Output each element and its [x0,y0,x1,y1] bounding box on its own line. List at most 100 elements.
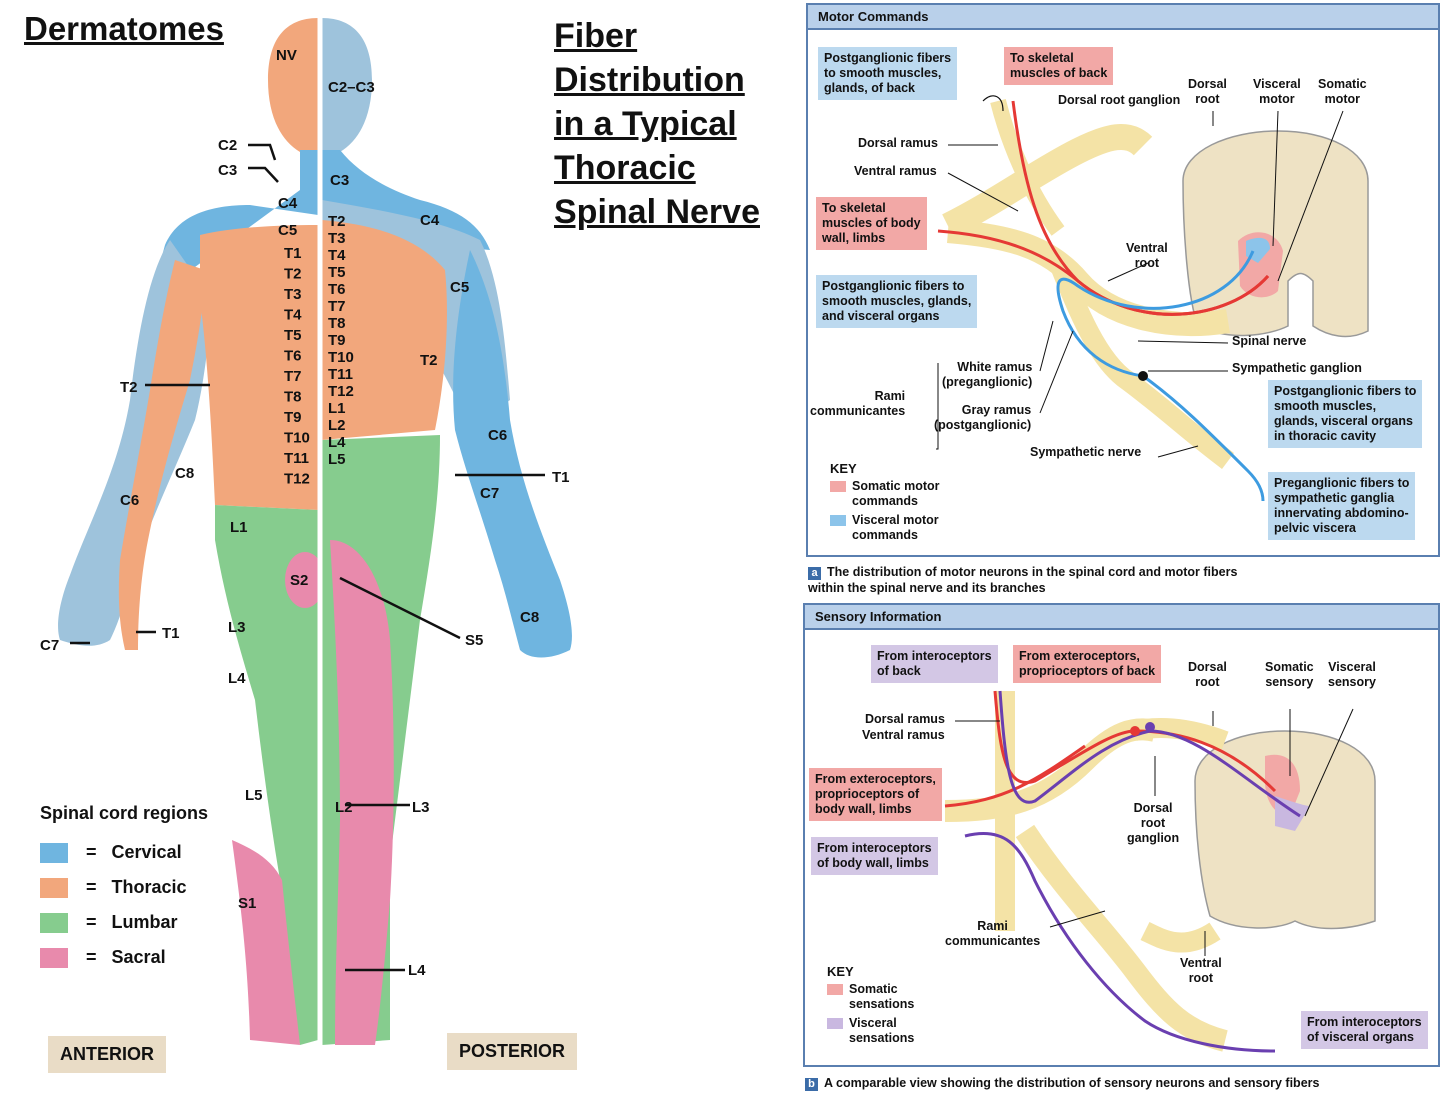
label-c4-anterior: C4 [278,195,298,212]
sensory-key: KEY Somatic sensations Visceral sensatio… [827,964,915,1045]
posterior-trunk-label: T12 [328,383,354,400]
motor-panel-header: Motor Commands [808,5,1438,30]
legend-swatch [40,843,68,864]
motor-commands-panel: Motor Commands [806,3,1440,557]
posterior-trunk-label: T8 [328,315,346,332]
anterior-trunk-label: T8 [284,389,302,406]
anterior-trunk-label: T2 [284,266,302,283]
label-c3-posterior: C3 [330,172,349,189]
label-t1-posterior: T1 [552,469,570,486]
legend-cervical: = Cervical [40,842,182,864]
label-dorsal-root-b: Dorsal root [1188,660,1227,689]
label-rami: Rami communicantes [810,389,906,418]
box-post-thor: Postganglionic fibers to smooth muscles,… [1268,380,1423,448]
anterior-trunk-label: T5 [284,327,302,344]
label-c6-anterior: C6 [120,492,139,509]
legend-title: Spinal cord regions [40,803,209,823]
label-visceral-sensory: Visceral sensory [1328,660,1376,689]
box-intero-body: From interoceptors of body wall, limbs [811,837,938,875]
label-ventral-root: Ventral root [1126,241,1168,270]
posterior-trunk-label: T2 [328,213,346,230]
label-t2-anterior: T2 [120,379,138,396]
label-s5: S5 [465,632,483,649]
label-c7-anterior: C7 [40,637,59,654]
sensory-panel-header: Sensory Information [805,605,1438,630]
key-swatch [830,481,846,492]
label-c5-anterior: C5 [278,222,297,239]
legend-swatch [40,948,68,969]
label-c2c3: C2–C3 [328,79,375,96]
label-somatic-sensory: Somatic sensory [1265,660,1314,689]
label-l4: L4 [228,670,246,687]
anterior-trunk-label: T6 [284,348,302,365]
label-rami-b: Rami communicantes [945,919,1041,948]
legend-sacral: = Sacral [40,947,166,969]
box-skel-body: To skeletal muscles of body wall, limbs [816,197,927,250]
label-ventral-ramus-b: Ventral ramus [862,728,945,742]
posterior-trunk-label: T5 [328,264,346,281]
leader-lines [70,143,545,972]
box-post-visc: Postganglionic fibers to smooth muscles,… [816,275,978,328]
label-s2: S2 [290,572,308,589]
box-intero-visc: From interoceptors of visceral organs [1301,1011,1428,1049]
label-c4-posterior: C4 [420,212,440,229]
motor-pathway-diagram [936,95,1369,502]
anterior-body [58,18,325,1045]
label-dorsal-ramus-b: Dorsal ramus [865,712,945,726]
posterior-trunk-label: L2 [328,417,346,434]
posterior-body [322,18,572,1045]
posterior-label: POSTERIOR [447,1033,578,1070]
box-intero-back: From interoceptors of back [871,645,998,683]
posterior-trunk-label: T7 [328,298,346,315]
label-t2-posterior: T2 [420,352,438,369]
label-ventral-ramus: Ventral ramus [854,164,937,178]
box-skel-back: To skeletal muscles of back [1004,47,1114,85]
label-ventral-root-b: Ventral root [1180,956,1222,985]
label-l5: L5 [245,787,263,804]
label-gray-ramus: Gray ramus (postganglionic) [934,403,1032,432]
anterior-trunk-label: T9 [284,409,302,426]
label-c8-posterior: C8 [520,609,539,626]
label-c5-posterior: C5 [450,279,469,296]
label-l1: L1 [230,519,248,536]
label-l3-posterior: L3 [412,799,430,816]
posterior-trunk-label: T6 [328,281,346,298]
box-extero-back: From exteroceptors, proprioceptors of ba… [1013,645,1162,683]
label-c2: C2 [218,137,237,154]
key-swatch [827,1018,843,1029]
posterior-trunk-label: L4 [328,434,346,451]
label-t1-anterior: T1 [162,625,180,642]
label-drg: Dorsal root ganglion [1058,93,1181,107]
posterior-trunk-label: T11 [328,366,353,383]
label-nv: NV [276,47,297,64]
box-post-back: Postganglionic fibers to smooth muscles,… [818,47,958,100]
label-symp-nerve: Sympathetic nerve [1030,445,1142,459]
key-swatch [827,984,843,995]
key-swatch [830,515,846,526]
anterior-trunk-label: T11 [284,450,309,467]
label-c7-posterior: C7 [480,485,499,502]
anterior-trunk-label: T3 [284,286,302,303]
box-pre-sym: Preganglionic fibers to sympathetic gang… [1268,472,1416,540]
label-s1: S1 [238,895,256,912]
posterior-trunk-label: T3 [328,230,346,247]
anterior-trunk-label: T12 [284,471,310,488]
legend-swatch [40,878,68,899]
anterior-trunk-label: T10 [284,430,310,447]
dermatomes-title: Dermatomes [24,10,224,47]
box-extero-body: From exteroceptors, proprioceptors of bo… [809,768,942,821]
label-dorsal-root: Dorsal root [1188,77,1227,106]
label-l3: L3 [228,619,246,636]
label-dorsal-ramus: Dorsal ramus [858,136,938,150]
label-drg-b: Dorsal root ganglion [1127,801,1180,845]
anterior-trunk-label: T1 [284,245,302,262]
sensory-information-panel: Sensory Information From interoceptors o… [803,603,1440,1067]
posterior-trunk-label: T9 [328,332,346,349]
anterior-trunk-label: T4 [284,307,302,324]
posterior-trunk-label: L1 [328,400,346,417]
